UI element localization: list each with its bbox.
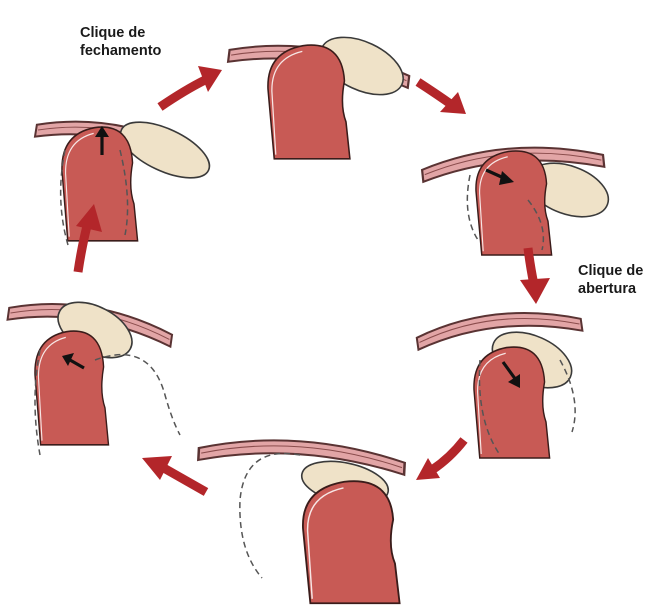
closing-click-label: Clique de fechamento — [80, 24, 161, 60]
closing-click-label-line2: fechamento — [80, 42, 161, 60]
stage-lower-right — [415, 303, 582, 458]
cycle-arrow-2 — [418, 82, 466, 114]
stage-upper-left — [34, 111, 217, 245]
cycle-arrow-1 — [160, 66, 222, 107]
dashed-line — [95, 355, 180, 435]
opening-click-label-line1: Clique de — [578, 262, 643, 280]
cycle-arrow-3 — [520, 248, 550, 304]
stage-top — [228, 26, 412, 159]
stage-upper-right — [421, 139, 616, 255]
closing-click-label-line1: Clique de — [80, 24, 161, 42]
opening-click-label-line2: abertura — [578, 280, 643, 298]
stage-lower-left — [7, 291, 180, 455]
cycle-arrow-5 — [142, 456, 206, 492]
opening-click-label: Clique de abertura — [578, 262, 643, 298]
cycle-arrow-4 — [416, 440, 464, 480]
stage-bottom — [198, 436, 405, 603]
dashed-line — [240, 453, 300, 578]
